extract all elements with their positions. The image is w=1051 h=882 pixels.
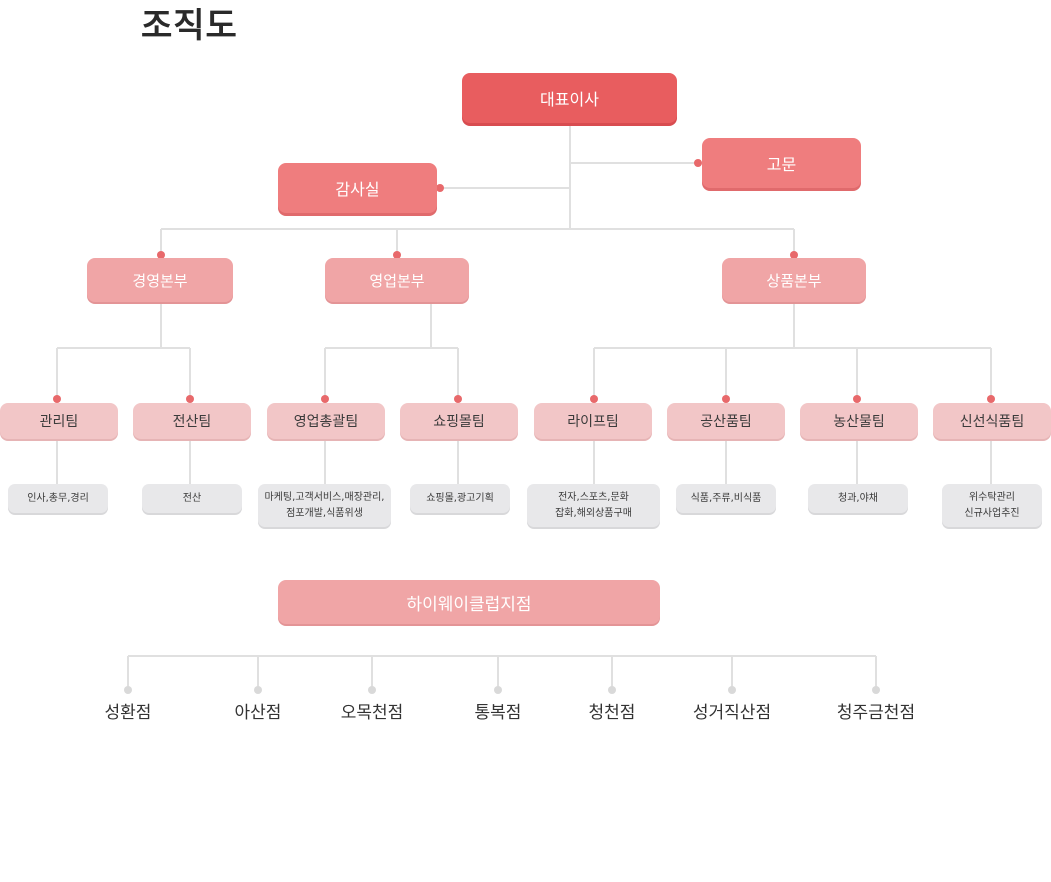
store-label: 성거직산점: [692, 703, 772, 723]
ceo-box: 대표이사: [462, 73, 677, 123]
branch-box: 하이웨이클럽지점: [278, 580, 660, 624]
store-label: 성환점: [104, 703, 152, 723]
team-duty: 전자,스포츠,문화 잡화,해외상품구매: [527, 484, 660, 527]
connector-dot: [124, 686, 132, 694]
team-duty: 쇼핑몰,광고기획: [410, 484, 510, 513]
connector-dot: [321, 395, 329, 403]
team-duty: 전산: [142, 484, 242, 513]
division-box-merchandise: 상품본부: [722, 258, 866, 302]
team-duty: 위수탁관리 신규사업추진: [942, 484, 1042, 527]
connector-dot: [254, 686, 262, 694]
advisor-box: 고문: [702, 138, 861, 188]
connector-dot: [694, 159, 702, 167]
connector-dot: [853, 395, 861, 403]
team-box: 영업총괄팀: [267, 403, 385, 439]
team-box: 관리팀: [0, 403, 118, 439]
team-duty: 청과,야채: [808, 484, 908, 513]
connector-dot: [590, 395, 598, 403]
team-box: 쇼핑몰팀: [400, 403, 518, 439]
page-title: 조직도: [141, 6, 238, 46]
connector-dot: [790, 251, 798, 259]
store-label: 청천점: [588, 703, 636, 723]
store-label: 청주금천점: [836, 703, 916, 723]
division-box-management: 경영본부: [87, 258, 233, 302]
audit-box: 감사실: [278, 163, 437, 213]
division-box-sales: 영업본부: [325, 258, 469, 302]
store-label: 아산점: [234, 703, 282, 723]
connector-dot: [494, 686, 502, 694]
team-box: 농산물팀: [800, 403, 918, 439]
connector-dot: [722, 395, 730, 403]
team-box: 공산품팀: [667, 403, 785, 439]
connector-dot: [157, 251, 165, 259]
connector-dot: [436, 184, 444, 192]
team-duty: 마케팅,고객서비스,매장관리, 점포개발,식품위생: [258, 484, 391, 527]
connector-dot: [454, 395, 462, 403]
connector-dot: [53, 395, 61, 403]
team-box: 라이프팀: [534, 403, 652, 439]
team-box: 전산팀: [133, 403, 251, 439]
connector-dot: [872, 686, 880, 694]
store-label: 통복점: [474, 703, 522, 723]
connector-dot: [987, 395, 995, 403]
connector-dot: [728, 686, 736, 694]
connector-dot: [186, 395, 194, 403]
connector-dot: [368, 686, 376, 694]
team-duty: 인사,총무,경리: [8, 484, 108, 513]
team-box: 신선식품팀: [933, 403, 1051, 439]
connector-dot: [393, 251, 401, 259]
connector-dot: [608, 686, 616, 694]
team-duty: 식품,주류,비식품: [676, 484, 776, 513]
store-label: 오목천점: [340, 703, 404, 723]
